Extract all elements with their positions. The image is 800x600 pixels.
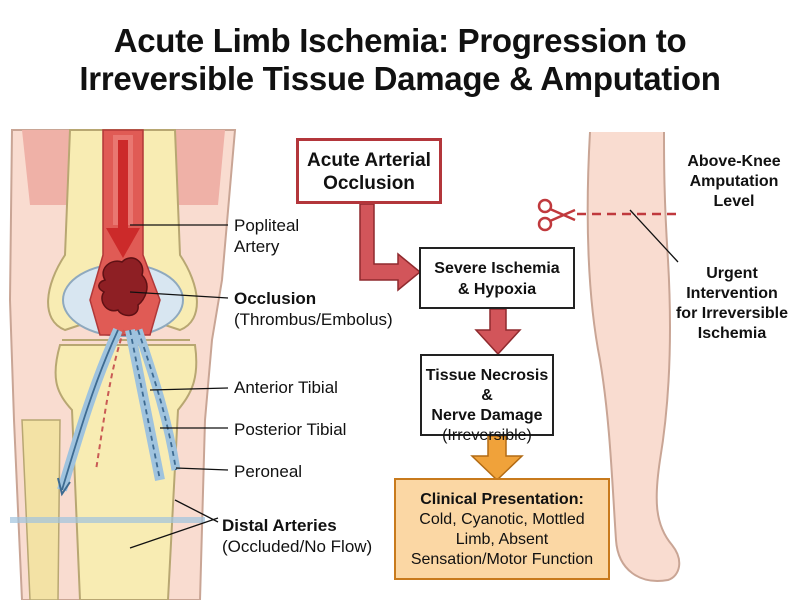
flow-step-acute-occlusion: Acute Arterial Occlusion (296, 138, 442, 204)
step2-line1: Severe Ischemia (434, 260, 560, 277)
amputation-line3: Level (713, 193, 755, 210)
label-urgent-intervention: Urgent Intervention for Irreversible Isc… (668, 264, 796, 344)
urgent-line1: Urgent (706, 265, 758, 282)
step2-line2: & Hypoxia (457, 281, 537, 298)
label-occlusion: Occlusion (Thrombus/Embolus) (234, 288, 393, 330)
flow-arrows (359, 203, 524, 482)
flow-step-necrosis: Tissue Necrosis & Nerve Damage (Irrevers… (420, 354, 554, 444)
label-occlusion-line2: (Thrombus/Embolus) (234, 310, 393, 329)
knee-anatomy (8, 129, 237, 600)
urgent-line2: Intervention (686, 285, 778, 302)
occlusion-clot (98, 257, 148, 317)
label-amputation-level: Above-Knee Amputation Level (682, 152, 786, 212)
step1-line2: Occlusion (323, 173, 415, 194)
label-peroneal: Peroneal (234, 462, 303, 481)
title-line-2: Irreversible Tissue Damage & Amputation (79, 60, 721, 97)
step3-line1: Tissue Necrosis & (425, 367, 549, 404)
leg-outline (586, 131, 681, 582)
label-posterior-tibial: Posterior Tibial (234, 420, 347, 439)
label-popliteal-line2: Artery (234, 237, 280, 256)
scissors-icon (537, 198, 576, 232)
amputation-line2: Amputation (689, 173, 779, 190)
step3-line3: (Irreversible) (442, 427, 532, 444)
label-anterior-tibial: Anterior Tibial (234, 378, 338, 397)
step4-line3: Limb, Absent (455, 531, 549, 548)
label-distal-arteries: Distal Arteries (Occluded/No Flow) (222, 515, 372, 557)
label-occlusion-line1: Occlusion (234, 289, 317, 308)
step4-line2: Cold, Cyanotic, Mottled (419, 511, 585, 528)
step3-line2: Nerve Damage (431, 407, 543, 424)
arrow-1-to-2 (359, 203, 422, 292)
urgent-line3: for Irreversible (675, 305, 789, 322)
flow-step-ischemia: Severe Ischemia & Hypoxia (419, 247, 575, 309)
label-popliteal: Popliteal Artery (234, 215, 299, 257)
step1-line1: Acute Arterial (307, 150, 431, 171)
page-title: Acute Limb Ischemia: Progression to Irre… (0, 22, 800, 98)
arrow-3-to-4 (470, 435, 524, 482)
arrow-2-to-3 (474, 308, 522, 356)
label-distal-line2: (Occluded/No Flow) (222, 537, 373, 556)
title-line-1: Acute Limb Ischemia: Progression to (113, 22, 687, 59)
step4-line1: Clinical Presentation: (420, 491, 584, 508)
label-distal-line1: Distal Arteries (222, 516, 337, 535)
urgent-line4: Ischemia (697, 325, 767, 342)
flow-arrow (106, 140, 140, 258)
leg-illustration (577, 131, 682, 582)
step4-line4: Sensation/Motor Function (410, 551, 594, 568)
amputation-line1: Above-Knee (687, 153, 781, 170)
flow-step-clinical-presentation: Clinical Presentation: Cold, Cyanotic, M… (394, 478, 610, 580)
fibula-bone (21, 419, 61, 600)
label-popliteal-line1: Popliteal (234, 216, 300, 235)
